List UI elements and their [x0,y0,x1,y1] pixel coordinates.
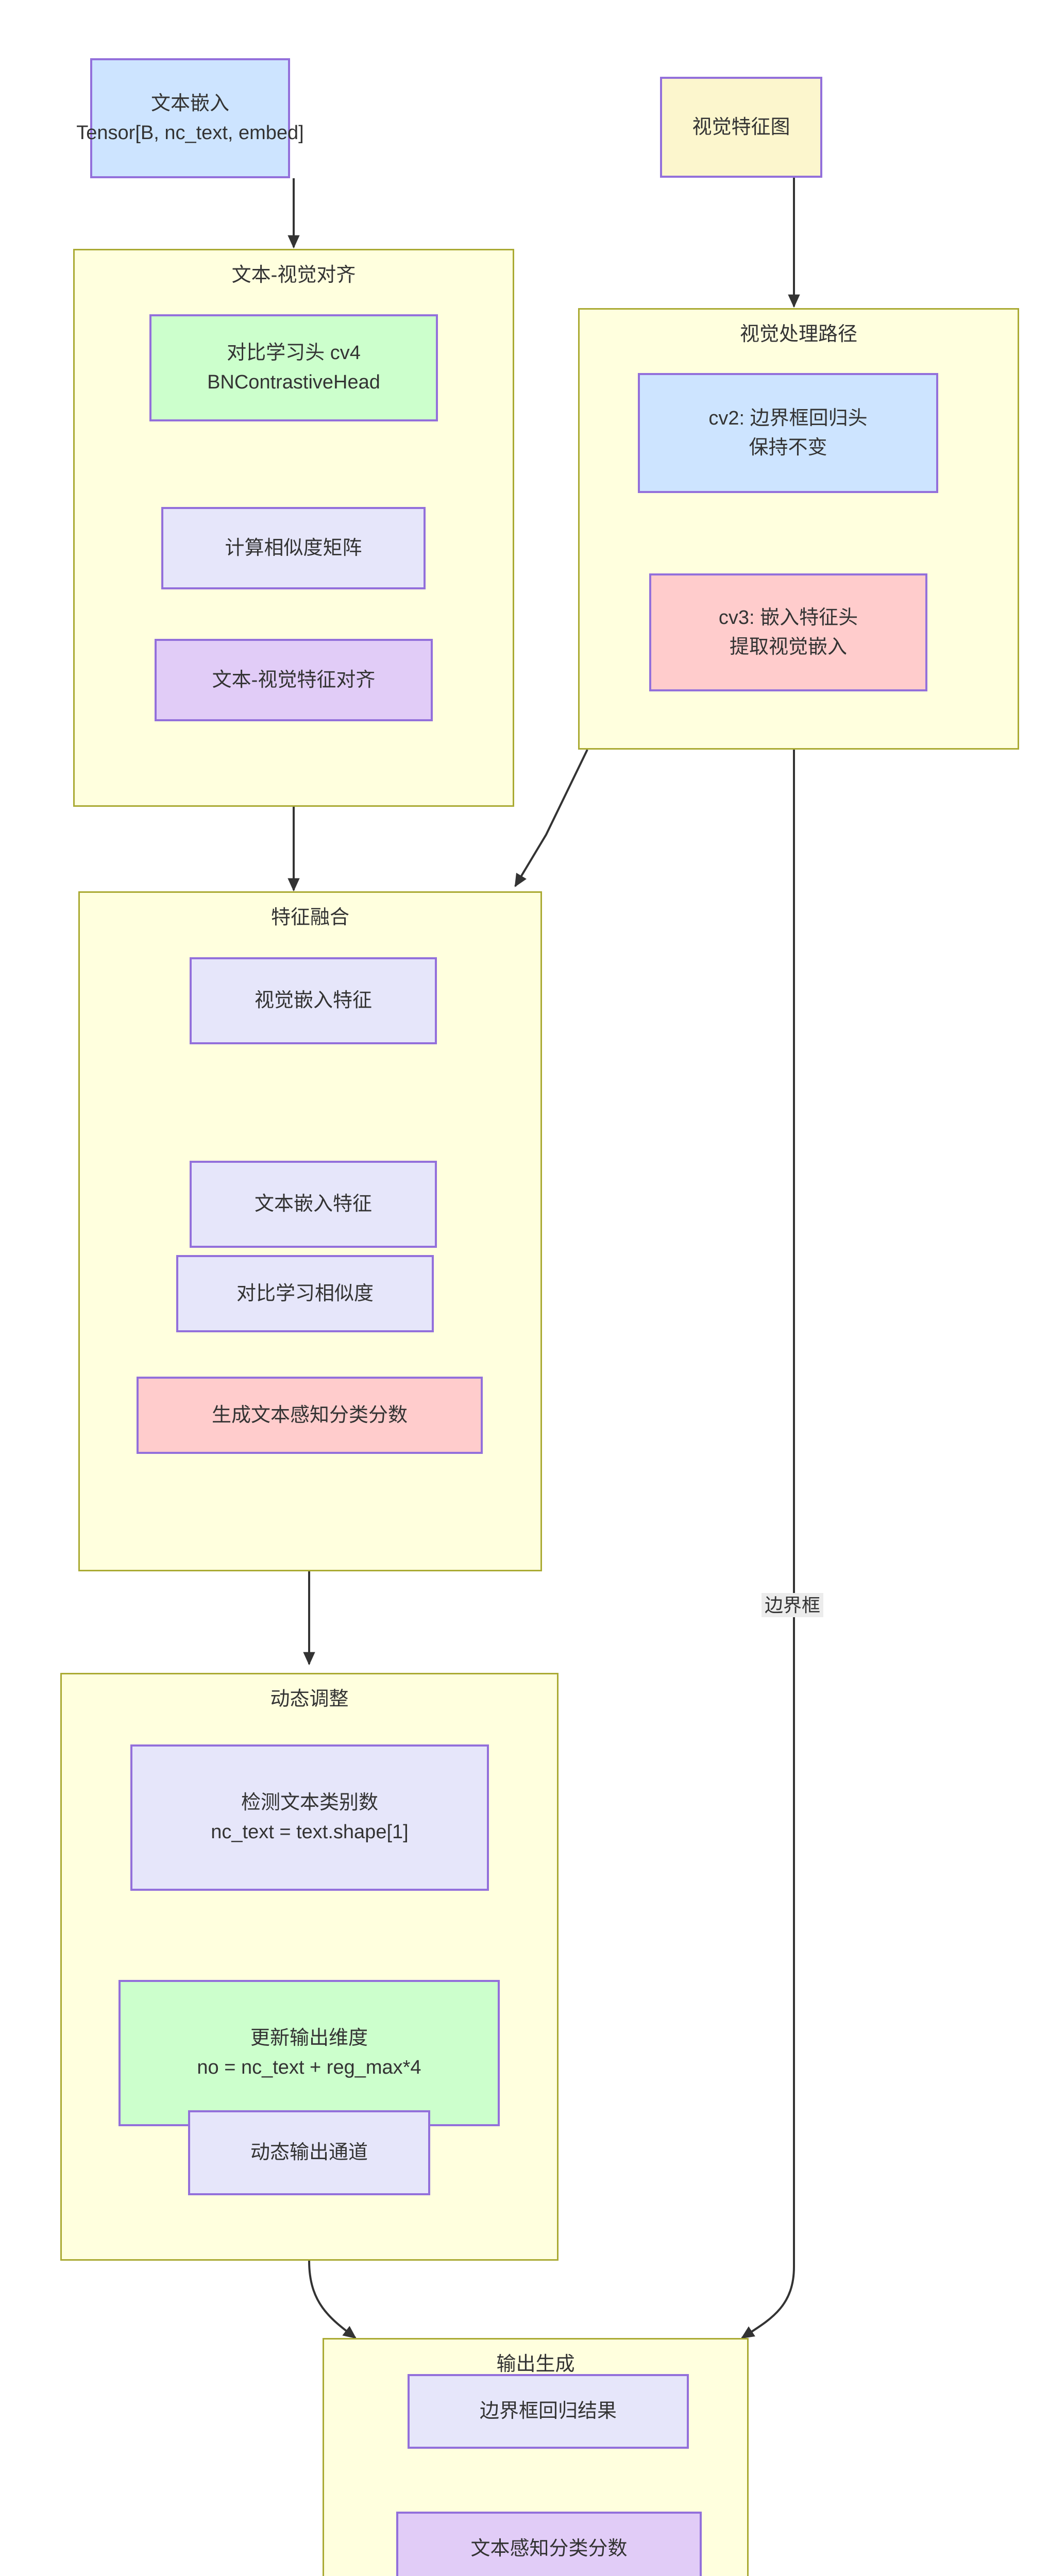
node-cv2-bbox-head-line1: cv2: 边界框回归头 [708,407,868,429]
subgraph-dynamic-adjustment-title: 动态调整 [270,1688,349,1710]
node-contrastive-similarity-line1: 对比学习相似度 [236,1282,374,1304]
node-text-embed[interactable]: 文本嵌入 Tensor[B, nc_text, embed] [76,58,304,178]
subgraph-visual-processing-path-title: 视觉处理路径 [739,324,857,345]
subgraph-text-visual-alignment-title: 文本-视觉对齐 [231,264,356,286]
node-text-aware-cls-score-line1: 文本感知分类分数 [470,2538,628,2560]
node-bbox-regression-result[interactable]: 边界框回归结果 [408,2374,689,2449]
node-text-visual-align[interactable]: 文本-视觉特征对齐 [155,639,433,721]
node-similarity-matrix-line1: 计算相似度矩阵 [225,537,362,559]
node-visual-feature-map-line1: 视觉特征图 [692,116,790,138]
node-visual-embed-feat-line1: 视觉嵌入特征 [254,990,372,1011]
node-update-output-dim-line1: 更新输出维度 [250,2027,368,2049]
node-text-embed-line1: 文本嵌入 [150,92,229,114]
edge-vpath-to-fusion [514,749,588,888]
edge-label-bounding-box: 边界框 [762,1593,824,1618]
node-dynamic-output-channel[interactable]: 动态输出通道 [188,2110,430,2195]
node-cv3-embed-head[interactable]: cv3: 嵌入特征头 提取视觉嵌入 [649,573,927,691]
node-update-output-dim[interactable]: 更新输出维度 no = nc_text + reg_max*4 [119,1980,500,2126]
subgraph-feature-fusion-title: 特征融合 [270,907,349,928]
node-bbox-regression-result-line1: 边界框回归结果 [479,2400,617,2422]
node-update-output-dim-line2: no = nc_text + reg_max*4 [197,2057,421,2078]
node-detect-nc-text-line1: 检测文本类别数 [241,1792,378,1814]
node-text-embed-feat-line1: 文本嵌入特征 [254,1193,372,1215]
node-cv3-embed-head-line2: 提取视觉嵌入 [729,636,847,658]
node-text-embed-feat[interactable]: 文本嵌入特征 [190,1161,437,1248]
node-similarity-matrix[interactable]: 计算相似度矩阵 [161,507,426,589]
node-visual-embed-feat[interactable]: 视觉嵌入特征 [190,957,437,1044]
node-text-embed-line2: Tensor[B, nc_text, embed] [76,122,304,144]
node-detect-nc-text-line2: nc_text = text.shape[1] [211,1821,409,1843]
node-contrastive-head-line1: 对比学习头 cv4 [227,342,361,364]
node-visual-feature-map[interactable]: 视觉特征图 [660,77,822,178]
edge-dynamic-to-output [308,2260,357,2339]
node-contrastive-head[interactable]: 对比学习头 cv4 BNContrastiveHead [149,314,438,421]
node-gen-text-cls-score[interactable]: 生成文本感知分类分数 [137,1377,483,1454]
node-text-aware-cls-score[interactable]: 文本感知分类分数 [396,2512,702,2576]
node-text-visual-align-line1: 文本-视觉特征对齐 [212,669,376,691]
subgraph-output-generation-title: 输出生成 [496,2353,575,2375]
node-cv2-bbox-head-line2: 保持不变 [749,436,827,459]
edge-bbox-to-output [741,750,795,2339]
node-detect-nc-text[interactable]: 检测文本类别数 nc_text = text.shape[1] [130,1744,489,1891]
node-contrastive-similarity[interactable]: 对比学习相似度 [176,1255,434,1332]
node-cv3-embed-head-line1: cv3: 嵌入特征头 [718,606,858,629]
node-dynamic-output-channel-line1: 动态输出通道 [250,2142,368,2163]
node-contrastive-head-line2: BNContrastiveHead [207,371,380,393]
node-gen-text-cls-score-line1: 生成文本感知分类分数 [211,1404,408,1426]
node-cv2-bbox-head[interactable]: cv2: 边界框回归头 保持不变 [638,373,938,493]
